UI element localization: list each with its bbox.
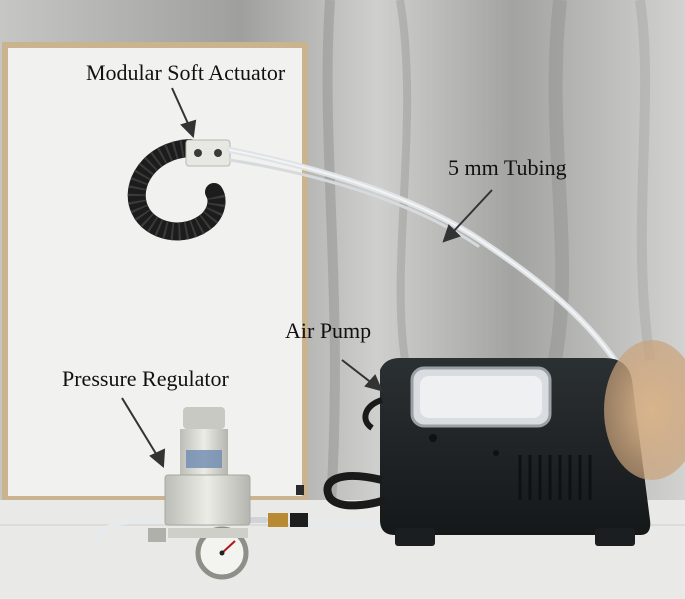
soft-actuator <box>127 139 231 241</box>
air-pump <box>323 358 651 546</box>
board <box>8 48 302 496</box>
pressure-regulator <box>148 407 308 580</box>
label-pressure-regulator: Pressure Regulator <box>62 366 229 391</box>
label-air-pump: Air Pump <box>285 318 372 343</box>
annotation-arrows <box>121 87 493 469</box>
label-modular-soft-actuator: Modular Soft Actuator <box>86 60 286 85</box>
fur-object <box>604 340 685 480</box>
curtain-folds <box>322 0 655 521</box>
label-tubing: 5 mm Tubing <box>448 155 567 180</box>
